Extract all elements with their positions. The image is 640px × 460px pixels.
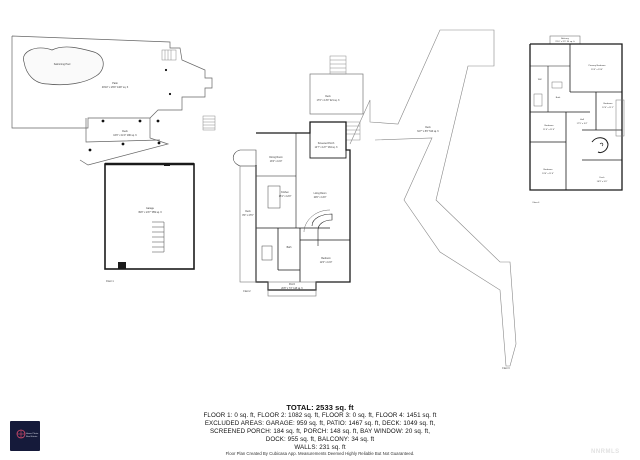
label-floor-2: Floor 2	[243, 290, 251, 293]
label-kitchen: Kitchen	[281, 191, 289, 194]
label-dining-room-dim: 13'0" x 11'0"	[270, 161, 283, 163]
label-floor-4: Floor 4	[533, 201, 541, 204]
label-kitchen-dim: 15'1" x 12'0"	[279, 196, 292, 198]
label-porch: Porch	[289, 283, 296, 286]
floor-plans: Swimming Pool Patio 49'10" x 29'9" 1467 …	[11, 29, 625, 370]
floor-3-labels: Deck 64'7" x 8'0" 516 sq. ft Floor 3	[417, 127, 510, 370]
floor-2-labels: Deck 17'0" x 13'0" 221 sq. ft Screened P…	[242, 96, 339, 293]
label-patio-dim: 49'10" x 29'9" 1467 sq. ft	[102, 86, 129, 89]
label-bedroom-a-dim: 12'0" x 11'1"	[602, 107, 614, 109]
label-f2-deck-dim: 17'0" x 13'0" 221 sq. ft	[317, 99, 340, 102]
floor-4-plan	[529, 35, 625, 191]
footer-disclaimer: Floor Plan Created By Cubicasa App. Meas…	[225, 451, 415, 456]
label-deck-dim: 16'0" x 11'0" 180 sq. ft	[113, 134, 137, 137]
brand-logo: Home Photo Real Estate	[10, 421, 40, 451]
label-f4-deck: Deck	[600, 177, 606, 179]
floor-3-plan	[349, 29, 517, 367]
label-f4-deck-dim: 16'9" x 5'0"	[597, 181, 608, 183]
pool-shape	[23, 46, 104, 86]
label-living-room: Living Room	[314, 193, 327, 195]
label-f2-deck-side: Deck	[245, 211, 251, 213]
label-porch-dim: 20'8" x 7'2" 148 sq. ft	[281, 287, 303, 290]
label-wic: WIC	[538, 79, 543, 81]
label-dining-room: Dining Room	[269, 157, 282, 159]
floor-2-plan	[232, 55, 364, 297]
label-living-room-dim: 20'0" x 14'0"	[314, 197, 327, 199]
label-f2-bath: Bath	[287, 246, 292, 249]
label-f4-bath: Bath	[556, 96, 561, 99]
summary-walls: WALLS: 231 sq. ft	[294, 444, 346, 451]
label-floor-1: Floor 1	[106, 280, 114, 283]
label-f3-deck: Deck	[425, 127, 431, 129]
floor-1-plan	[11, 35, 216, 270]
label-bedroom-b-dim: 11'4" x 11'0"	[543, 129, 555, 131]
label-balcony: Balcony	[561, 38, 570, 40]
summary-excluded: EXCLUDED AREAS: GARAGE: 959 sq. ft, PATI…	[204, 420, 436, 427]
floor-4-labels: Balcony 9'10" x 3'5" 34 sq. ft Primary B…	[533, 38, 615, 204]
label-garage-dim: 39'0" x 24'7" 959 sq. ft	[138, 211, 162, 214]
label-screened-porch-dim: 14'7" x 12'7" 184 sq. ft	[315, 146, 338, 149]
label-screened-porch: Screened Porch	[318, 142, 335, 145]
summary-excluded-3: DOCK: 955 sq. ft, BALCONY: 34 sq. ft	[265, 436, 375, 443]
label-hall: Hall	[580, 119, 584, 121]
label-primary-bedroom-dim: 15'5" x 15'4"	[591, 69, 603, 71]
total-area: TOTAL: 2533 sq. ft	[286, 403, 354, 412]
label-bedroom-c-dim: 13'0" x 11'0"	[542, 173, 554, 175]
summary-floors: FLOOR 1: 0 sq. ft, FLOOR 2: 1082 sq. ft,…	[203, 412, 437, 419]
label-garage: Garage	[146, 207, 155, 210]
label-bedroom-c: Bedroom	[544, 168, 553, 171]
label-floor-3: Floor 3	[502, 367, 510, 370]
label-patio: Patio	[112, 82, 118, 85]
label-f2-deck: Deck	[325, 96, 331, 98]
logo-text: Home Photo Real Estate	[26, 433, 39, 438]
label-primary-bedroom: Primary Bedroom	[588, 64, 605, 67]
logo-mark-icon	[16, 429, 26, 439]
summary-excluded-2: SCREENED PORCH: 184 sq. ft, PORCH: 148 s…	[209, 428, 431, 435]
watermark: NNRMLS	[591, 449, 620, 455]
label-f3-deck-dim: 64'7" x 8'0" 516 sq. ft	[417, 130, 439, 133]
label-balcony-dim: 9'10" x 3'5" 34 sq. ft	[555, 40, 575, 43]
label-deck: Deck	[122, 130, 128, 133]
floor-1-labels: Swimming Pool Patio 49'10" x 29'9" 1467 …	[54, 63, 162, 283]
label-f2-deck-side-dim: 8'0" x 47'0"	[242, 215, 254, 217]
label-bedroom-a: Bedroom	[604, 102, 613, 105]
label-f2-bedroom-dim: 12'0" x 11'0"	[320, 262, 333, 264]
label-hall-dim: 17'5" x 3'4"	[577, 123, 588, 125]
label-swimming-pool: Swimming Pool	[54, 63, 71, 66]
label-bedroom-b: Bedroom	[545, 124, 554, 127]
label-f2-bedroom: Bedroom	[321, 257, 330, 260]
